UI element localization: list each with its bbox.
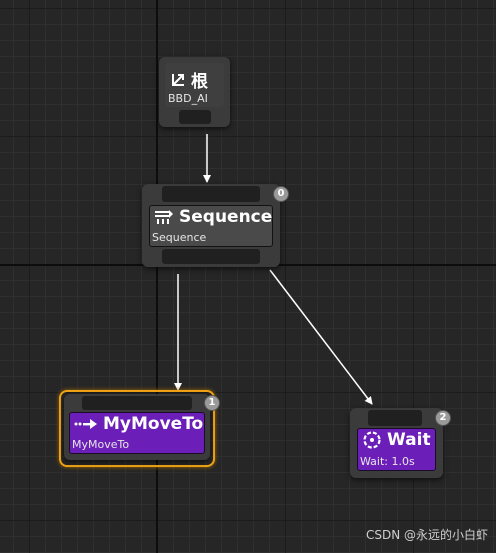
root-node[interactable]: 根 BBD_AI bbox=[159, 57, 230, 127]
move-to-input-pin[interactable] bbox=[82, 396, 192, 410]
wait-node-body: Wait Wait: 1.0s bbox=[357, 428, 436, 471]
move-to-node-title: MyMoveTo bbox=[74, 414, 203, 434]
move-to-node-title-text: MyMoveTo bbox=[103, 414, 204, 434]
wait-node[interactable]: Wait Wait: 1.0s 2 bbox=[350, 408, 451, 478]
sequence-node-title-text: Sequence bbox=[179, 207, 273, 227]
watermark: CSDN @永远的小白虾 bbox=[365, 528, 488, 542]
root-node-title: 根 bbox=[170, 67, 208, 92]
sequence-node-title: Sequence bbox=[154, 207, 272, 227]
move-to-icon bbox=[74, 419, 97, 429]
sequence-input-pin[interactable] bbox=[162, 186, 260, 202]
wait-node-subtitle: Wait: 1.0s bbox=[360, 455, 415, 468]
move-to-selection-outline bbox=[59, 390, 215, 467]
sequence-node[interactable]: Sequence Sequence 0 bbox=[142, 184, 289, 267]
sequence-output-pin[interactable] bbox=[162, 249, 260, 264]
sequence-node-subtitle: Sequence bbox=[152, 231, 207, 244]
move-to-node-subtitle: MyMoveTo bbox=[72, 438, 130, 451]
grid-axis-vertical bbox=[156, 0, 158, 553]
wait-execution-index-badge: 2 bbox=[435, 410, 451, 426]
wait-input-pin[interactable] bbox=[368, 410, 422, 426]
root-icon bbox=[172, 73, 184, 86]
root-node-body: 根 BBD_AI bbox=[165, 63, 224, 107]
wait-icon bbox=[363, 431, 381, 449]
sequence-node-body: Sequence Sequence bbox=[149, 205, 273, 247]
move-to-node-body: MyMoveTo MyMoveTo bbox=[69, 412, 205, 454]
root-output-pin[interactable] bbox=[179, 110, 211, 124]
move-to-node[interactable]: MyMoveTo MyMoveTo 1 bbox=[64, 394, 220, 460]
sequence-execution-index-badge: 0 bbox=[273, 186, 289, 202]
wire-sequence-to-wait bbox=[269, 269, 373, 405]
root-node-subtitle: BBD_AI bbox=[168, 92, 208, 105]
wait-node-title-text: Wait bbox=[387, 430, 431, 450]
root-node-title-text: 根 bbox=[191, 72, 208, 92]
sequence-icon bbox=[155, 210, 173, 224]
move-to-execution-index-badge: 1 bbox=[204, 395, 220, 411]
wait-node-title: Wait bbox=[362, 430, 431, 450]
